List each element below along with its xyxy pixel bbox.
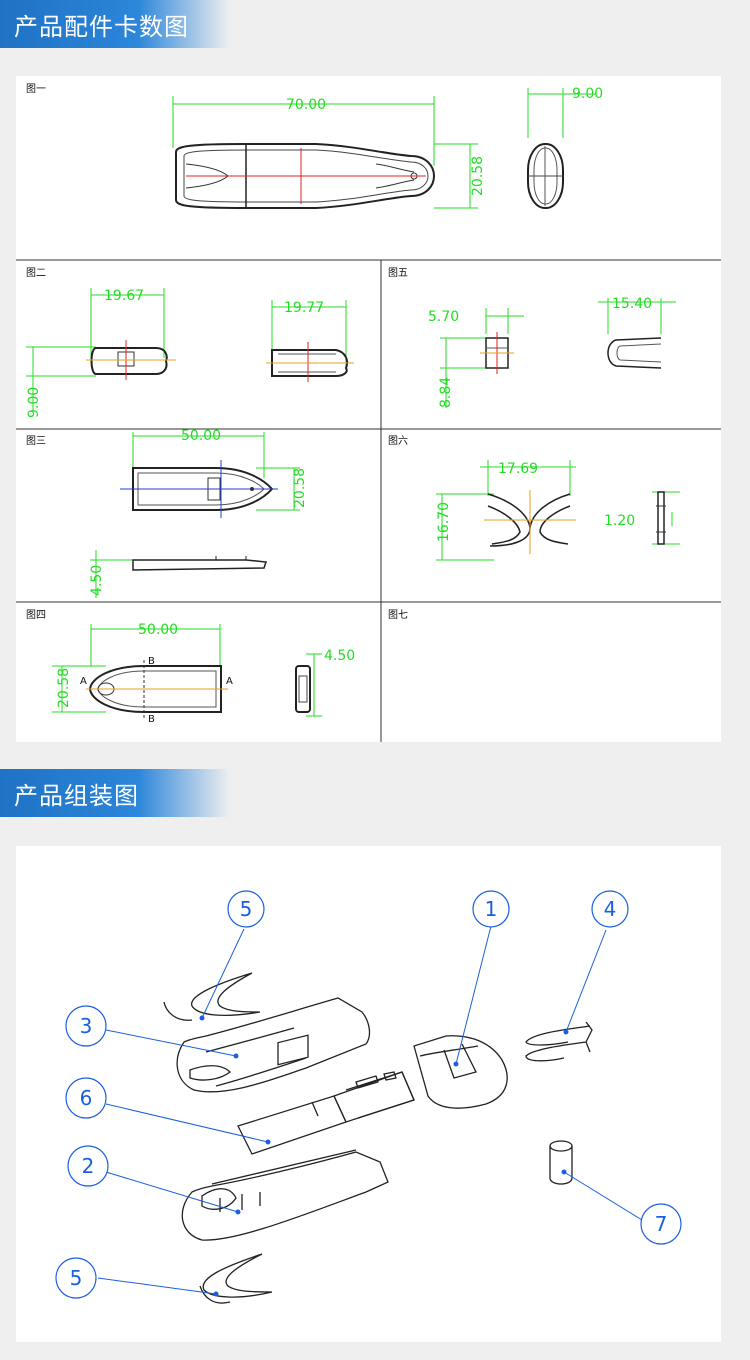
- section-title: 产品配件卡数图: [14, 13, 189, 41]
- callout-number: 1: [485, 897, 498, 921]
- part-cap: [413, 1035, 508, 1109]
- part-bottom-housing: [181, 1149, 389, 1241]
- panel-label-6: 图六: [388, 435, 408, 447]
- section-banner-assembly: 产品组装图: [0, 769, 230, 817]
- callout-number: 2: [82, 1154, 95, 1178]
- fig6-dimensions: [436, 460, 680, 561]
- callout-number: 4: [604, 897, 617, 921]
- callout-number: 3: [80, 1014, 93, 1038]
- panel-label-2: 图二: [26, 267, 46, 279]
- dim-fig1-length: 70.00: [286, 97, 326, 113]
- dim-fig6-height: 16.70: [436, 502, 452, 542]
- callout-bubbles: [55, 890, 682, 1299]
- panel-label-4: 图四: [26, 609, 46, 621]
- fig6-endcap-top: [484, 490, 576, 554]
- fig4-housing-bottom: [86, 660, 228, 720]
- panel-grid: [16, 259, 721, 742]
- callout-number: 7: [655, 1212, 668, 1236]
- dim-fig5-length: 15.40: [612, 296, 652, 312]
- callout-number: 6: [80, 1086, 93, 1110]
- assembly-panel: 5 1 4 3 6 2 7 5: [16, 846, 721, 1342]
- fig4-housing-end: [295, 665, 311, 713]
- dim-fig6-width: 17.69: [498, 461, 538, 477]
- section-title: 产品组装图: [14, 782, 139, 810]
- fig3-housing-top: [120, 460, 278, 518]
- fig6-endcap-side: [656, 491, 666, 545]
- dim-fig1-width: 20.58: [470, 156, 486, 196]
- fig2-cap-side: [266, 342, 354, 382]
- part-clip: [525, 1021, 593, 1062]
- fig5-dimensions: [440, 298, 676, 408]
- dim-fig1-thickness: 9.00: [572, 86, 603, 102]
- dim-fig4-length: 50.00: [138, 622, 178, 638]
- section-mark-b-bottom: B: [148, 714, 155, 725]
- fig1-end-view: [527, 143, 564, 209]
- fig2-dimensions: [26, 288, 347, 411]
- callout-number: 5: [70, 1266, 83, 1290]
- part-pcb-usb: [237, 1034, 415, 1155]
- dim-fig4-width: 20.58: [56, 668, 72, 708]
- part-endcap-top: [163, 972, 261, 1021]
- part-endcap-bottom: [199, 1253, 273, 1304]
- technical-drawing: 图一 图二 图三 图四 图五 图六 图七 70.00 9.00 20.58: [16, 83, 721, 742]
- fig5-clip-side: [607, 337, 662, 369]
- exploded-assembly-drawing: 5 1 4 3 6 2 7 5: [55, 890, 682, 1304]
- fig3-housing-side: [132, 556, 268, 571]
- drawing-panel: 图一 图二 图三 图四 图五 图六 图七 70.00 9.00 20.58: [16, 76, 721, 742]
- dim-fig2-height: 9.00: [26, 387, 42, 418]
- callout-number: 5: [240, 897, 253, 921]
- fig1-top-view: [175, 143, 436, 209]
- fig4-dimensions: [52, 624, 322, 717]
- dim-fig2-width-b: 19.77: [284, 300, 324, 316]
- fig2-cap-front: [86, 340, 176, 380]
- callout-leaders: [97, 925, 643, 1297]
- panel-label-1: 图一: [26, 83, 46, 95]
- fig3-dimensions: [90, 432, 300, 598]
- section-mark-a-right: A: [226, 676, 233, 687]
- dim-fig6-thickness: 1.20: [604, 513, 635, 529]
- panel-label-3: 图三: [26, 435, 46, 447]
- panel-label-5: 图五: [388, 267, 408, 279]
- fig1-dimensions: [172, 88, 596, 209]
- dim-fig3-height: 4.50: [89, 565, 105, 596]
- section-mark-b-top: B: [148, 656, 155, 667]
- part-pin: [549, 1140, 573, 1185]
- dim-fig5-height: 8.84: [438, 377, 454, 408]
- dim-fig5-width: 5.70: [428, 309, 459, 325]
- dim-fig2-width-a: 19.67: [104, 288, 144, 304]
- section-banner-specs: 产品配件卡数图: [0, 0, 230, 48]
- section-mark-a-left: A: [80, 676, 87, 687]
- fig5-clip-front: [480, 332, 514, 374]
- dim-fig4-thickness: 4.50: [324, 648, 355, 664]
- panel-label-7: 图七: [388, 609, 408, 621]
- dim-fig3-width: 20.58: [292, 468, 308, 508]
- dim-fig3-length: 50.00: [181, 428, 221, 444]
- part-top-housing: [176, 997, 371, 1093]
